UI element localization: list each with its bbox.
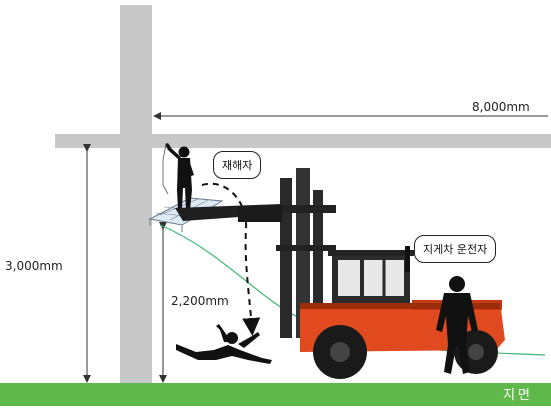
ground-strip — [0, 383, 551, 406]
horizontal-beam — [55, 134, 551, 148]
left-height-label: 3,000mm — [3, 259, 65, 273]
fall-height-label: 2,200mm — [171, 294, 229, 308]
ground-label: 지면 — [503, 384, 533, 403]
horizontal-dimension-label: 8,000mm — [472, 100, 530, 114]
victim-standing-silhouette — [165, 143, 194, 210]
victim-callout: 재해자 — [213, 151, 261, 179]
vertical-column — [120, 5, 152, 383]
driver-callout: 지게차 운전자 — [414, 235, 496, 263]
victim-fallen-silhouette — [176, 324, 272, 364]
